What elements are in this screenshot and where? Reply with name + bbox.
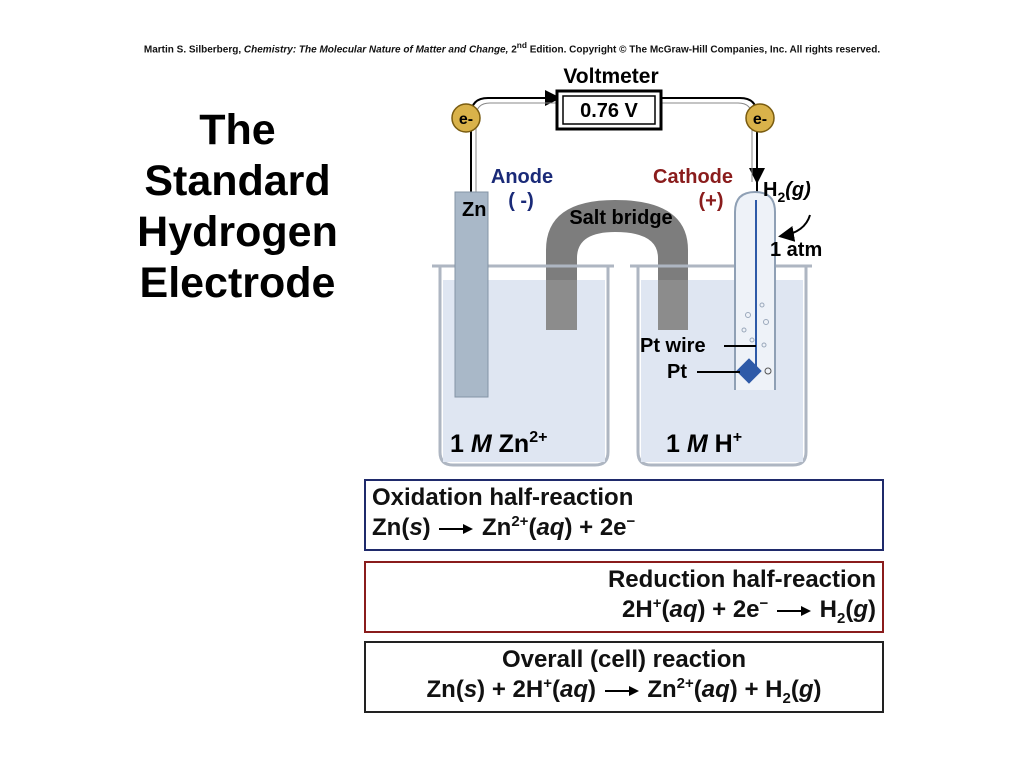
oxidation-box: Oxidation half-reaction Zn(s) Zn2+(aq) +… xyxy=(364,479,884,551)
pressure-arrow xyxy=(778,214,811,242)
pt-wire-label: Pt wire xyxy=(640,335,706,357)
gas-bubbles xyxy=(741,302,769,348)
credit-author: Martin S. Silberberg, xyxy=(143,44,242,56)
salt-bridge-left-leg xyxy=(546,280,577,330)
platinum-electrode xyxy=(736,358,772,384)
cathode-sign: (+) xyxy=(699,190,724,212)
overall-heading: Overall (cell) reaction xyxy=(501,646,747,673)
overall-equation: Zn(s) + 2H+(aq) Zn2+(aq) + H2(g) xyxy=(426,675,822,707)
credit-book: Chemistry: The Molecular Nature of Matte… xyxy=(243,44,509,56)
copyright-credit: Martin S. Silberberg, Chemistry: The Mol… xyxy=(0,40,1024,55)
reaction-arrow-icon xyxy=(439,523,474,534)
reduction-equation: 2H+(aq) + 2e− H2(g) xyxy=(622,595,876,627)
title-line-4: Electrode xyxy=(139,259,336,307)
electrochemical-cell-diagram: 0.76 V Voltmeter e- e- A xyxy=(432,65,822,467)
zinc-electrode xyxy=(454,191,489,398)
right-solution-label: 1 M H+ xyxy=(666,429,742,458)
title-line-1: The xyxy=(199,106,276,154)
left-solution-label: 1 M Zn2+ xyxy=(450,429,547,458)
svg-text:e-: e- xyxy=(459,111,473,128)
reaction-arrow-icon xyxy=(604,685,639,696)
electron-badge-right: e- xyxy=(745,103,775,133)
anode-label: Anode xyxy=(491,166,553,188)
voltmeter-display xyxy=(562,95,656,125)
pressure-label: 1 atm xyxy=(770,239,822,261)
voltmeter-label: Voltmeter xyxy=(563,65,658,88)
voltmeter-reading: 0.76 V xyxy=(580,100,638,122)
salt-bridge-right-leg xyxy=(658,280,688,330)
pt-label: Pt xyxy=(667,361,687,383)
reduction-box: Reduction half-reaction 2H+(aq) + 2e− H2… xyxy=(364,561,884,633)
oxidation-equation: Zn(s) Zn2+(aq) + 2e− xyxy=(372,513,636,541)
credit-rest: Edition. Copyright © The McGraw-Hill Com… xyxy=(529,44,881,56)
svg-text:e-: e- xyxy=(753,111,767,128)
credit-edition-sup: nd xyxy=(516,40,527,50)
cathode-label: Cathode xyxy=(653,166,733,188)
reaction-arrow-icon xyxy=(776,605,811,616)
title-line-3: Hydrogen xyxy=(137,208,338,256)
hydrogen-gas-label: H2(g) xyxy=(763,179,811,205)
title-line-2: Standard xyxy=(144,157,331,205)
electron-badge-left: e- xyxy=(451,103,481,133)
salt-bridge-label: Salt bridge xyxy=(569,207,672,229)
credit-edition-num: 2 xyxy=(511,44,517,56)
slide-title: The Standard Hydrogen Electrode xyxy=(95,105,380,309)
oxidation-heading: Oxidation half-reaction xyxy=(372,484,634,511)
salt-bridge xyxy=(546,200,688,330)
reduction-heading: Reduction half-reaction xyxy=(607,566,876,593)
overall-reaction-box: Overall (cell) reaction Zn(s) + 2H+(aq) … xyxy=(364,641,884,713)
anode-sign: ( -) xyxy=(508,190,534,212)
zinc-label: Zn xyxy=(462,199,486,221)
